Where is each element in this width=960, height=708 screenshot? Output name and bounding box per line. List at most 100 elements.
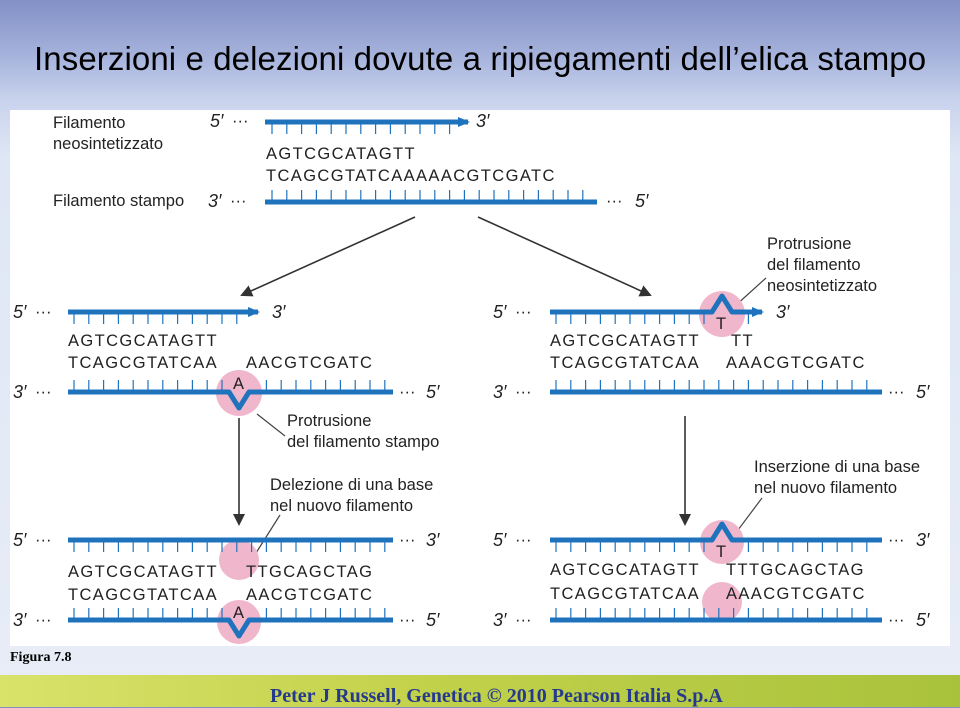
result-template-sequence-part2: AAACGTCGATC [726, 585, 866, 603]
deletion-callout-line [255, 514, 281, 554]
five-prime-end: 5′ [426, 610, 440, 630]
bulge-note-line1: Protrusione [767, 235, 851, 253]
strand-dots: ··· [232, 112, 248, 130]
three-prime-end: 3′ [208, 191, 222, 211]
three-prime-end: 3′ [426, 530, 440, 550]
five-prime-end: 5′ [916, 610, 930, 630]
template-strand-ticks [555, 608, 868, 620]
deletion-note-line1: Delezione di una base [270, 476, 433, 494]
result-template-sequence-part1: TCAGCGTATCAA [550, 585, 700, 603]
new-strand-ticks [555, 312, 750, 324]
strand-dots: ··· [888, 611, 904, 629]
new-sequence-part2: TT [731, 332, 754, 350]
bulge-base: T [716, 543, 726, 561]
right-result-stage: 5′ ··· T ··· 3′ AGTCGCATAGTT TTTGCAGCTAG… [493, 520, 930, 630]
bulge-base: A [233, 604, 244, 622]
footer-credit: Peter J Russell, Genetica © 2010 Pearson… [270, 685, 723, 707]
five-prime-end: 5′ [916, 382, 930, 402]
three-prime-end: 3′ [272, 302, 286, 322]
result-new-sequence-part1: AGTCGCATAGTT [68, 563, 218, 581]
deletion-note-line2: nel nuovo filamento [270, 497, 413, 515]
result-template-sequence-part2: AACGTCGATC [246, 586, 373, 604]
insertion-note-line1: Inserzione di una base [754, 458, 920, 476]
bulge-highlight [700, 520, 744, 564]
strand-dots: ··· [888, 531, 904, 549]
strand-dots: ··· [606, 192, 622, 210]
strand-dots: ··· [515, 383, 531, 401]
template-sequence-part2: AACGTCGATC [246, 354, 373, 372]
five-prime-end: 5′ [210, 111, 224, 131]
template-sequence-part1: TCAGCGTATCAA [68, 354, 218, 372]
insertion-note-line2: nel nuovo filamento [754, 479, 897, 497]
five-prime-end: 5′ [635, 191, 649, 211]
bulge-highlight [216, 370, 262, 416]
right-middle-stage: Protrusione del filamento neosintetizzat… [493, 235, 930, 402]
left-middle-stage: 5′ ··· 3′ AGTCGCATAGTT TCAGCGTATCAA AACG… [13, 302, 440, 451]
arrow-to-left-branch [240, 216, 416, 297]
strand-dots: ··· [515, 611, 531, 629]
bulge-base: A [233, 375, 244, 393]
figure-label: Figura 7.8 [10, 650, 72, 665]
new-strand-ticks [73, 312, 238, 324]
template-strand-ticks [271, 190, 584, 202]
strand-dots: ··· [35, 303, 51, 321]
new-strand-bulge [550, 521, 882, 543]
arrow-to-right-branch [477, 216, 652, 297]
figure-panel: Filamento neosintetizzato 5′ ··· 3′ AGTC… [10, 110, 950, 646]
bulge-highlight [699, 291, 745, 337]
three-prime-end: 3′ [916, 530, 930, 550]
strand-dots: ··· [515, 531, 531, 549]
result-template-sequence-part1: TCAGCGTATCAA [68, 586, 218, 604]
footer-bar: Peter J Russell, Genetica © 2010 Pearson… [0, 675, 960, 707]
strand-dots: ··· [399, 611, 415, 629]
bulge-base: T [716, 315, 726, 333]
bulge-highlight [217, 600, 261, 644]
three-prime-end: 3′ [476, 111, 490, 131]
new-strand-sequence: AGTCGCATAGTT [68, 332, 218, 350]
mutation-diagram: Filamento neosintetizzato 5′ ··· 3′ AGTC… [13, 111, 930, 644]
new-strand-label-line1: Filamento [53, 114, 125, 132]
strand-dots: ··· [35, 611, 51, 629]
result-new-sequence-part2: TTTGCAGCTAG [726, 561, 865, 579]
strand-dots: ··· [230, 192, 246, 210]
template-strand-ticks [73, 608, 386, 620]
strand-dots: ··· [888, 383, 904, 401]
three-prime-end: 3′ [493, 610, 507, 630]
strand-dots: ··· [399, 383, 415, 401]
new-strand-ticks [73, 540, 386, 552]
result-new-sequence-part2: TTGCAGCTAG [246, 563, 373, 581]
strand-dots: ··· [35, 531, 51, 549]
three-prime-end: 3′ [13, 610, 27, 630]
new-strand-ticks [271, 122, 451, 134]
insertion-callout-line [734, 497, 763, 535]
left-result-stage: 5′ ··· ··· 3′ AGTCGCATAGTT TTGCAGCTAG TC… [13, 530, 440, 644]
template-strand-sequence: TCAGCGTATCAAAAACGTCGATC [266, 167, 556, 185]
bulge-note-line2: del filamento [767, 256, 861, 274]
new-strand-label-line2: neosintetizzato [53, 135, 163, 153]
new-strand-ticks [555, 540, 868, 552]
three-prime-end: 3′ [493, 382, 507, 402]
deletion-site-highlight [219, 540, 259, 580]
template-label: Filamento stampo [53, 192, 184, 210]
five-prime-end: 5′ [493, 302, 507, 322]
bulge-note-line2: del filamento stampo [287, 433, 439, 451]
new-sequence-part1: AGTCGCATAGTT [550, 332, 700, 350]
bulge-callout-line [256, 413, 286, 437]
bulge-note-line3: neosintetizzato [767, 277, 877, 295]
top-stage: Filamento neosintetizzato 5′ ··· 3′ AGTC… [53, 111, 649, 211]
three-prime-end: 3′ [776, 302, 790, 322]
template-strand-ticks [73, 380, 386, 392]
new-strand-bulge [550, 293, 764, 317]
three-prime-end: 3′ [13, 382, 27, 402]
strand-dots: ··· [35, 383, 51, 401]
template-sequence-part1: TCAGCGTATCAA [550, 354, 700, 372]
new-strand-sequence: AGTCGCATAGTT [266, 145, 416, 163]
slide-title: Inserzioni e delezioni dovute a ripiegam… [34, 40, 927, 77]
strand-dots: ··· [399, 531, 415, 549]
insertion-site-highlight [702, 582, 742, 622]
strand-dots: ··· [515, 303, 531, 321]
five-prime-end: 5′ [13, 530, 27, 550]
five-prime-end: 5′ [426, 382, 440, 402]
result-new-sequence-part1: AGTCGCATAGTT [550, 561, 700, 579]
template-sequence-part2: AAACGTCGATC [726, 354, 866, 372]
